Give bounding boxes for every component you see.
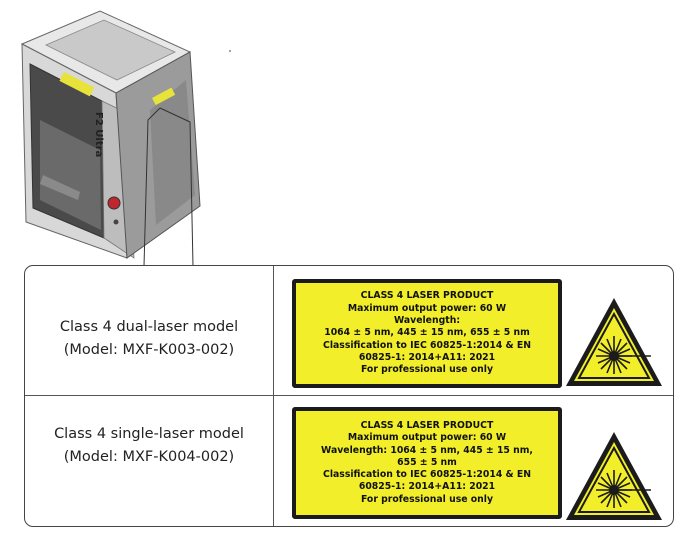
laser-model-table: Class 4 dual-laser model (Model: MXF-K00… <box>24 265 674 527</box>
label-line: CLASS 4 LASER PRODUCT <box>360 419 494 431</box>
label-line: CLASS 4 LASER PRODUCT <box>360 290 494 302</box>
laser-warning-label: CLASS 4 LASER PRODUCT Maximum output pow… <box>292 407 562 519</box>
label-line: 60825-1: 2014+A11: 2021 <box>358 481 496 493</box>
model-number: (Model: MXF-K004-002) <box>63 449 235 465</box>
label-line: For professional use only <box>360 493 494 505</box>
single-laser-model-cell: Class 4 single-laser model (Model: MXF-K… <box>25 423 273 469</box>
label-line: For professional use only <box>360 364 494 376</box>
label-line: 655 ± 5 nm <box>397 456 457 468</box>
laser-hazard-icon <box>566 298 662 386</box>
column-divider <box>273 266 274 526</box>
label-line: Classification to IEC 60825-1:2014 & EN <box>323 339 531 351</box>
label-line: Wavelength: <box>393 315 461 327</box>
label-line: Maximum output power: 60 W <box>347 302 507 314</box>
laser-warning-label: CLASS 4 LASER PRODUCT Maximum output pow… <box>292 279 562 388</box>
model-name: Class 4 single-laser model <box>54 426 244 442</box>
label-line: Maximum output power: 60 W <box>347 432 507 444</box>
brand-text: F2 Ultra <box>93 112 104 158</box>
model-number: (Model: MXF-K003-002) <box>63 342 235 358</box>
dual-laser-model-cell: Class 4 dual-laser model (Model: MXF-K00… <box>25 316 273 362</box>
label-line: 1064 ± 5 nm, 445 ± 15 nm, 655 ± 5 nm <box>324 327 530 339</box>
label-line: 60825-1: 2014+A11: 2021 <box>358 351 496 363</box>
label-line: Classification to IEC 60825-1:2014 & EN <box>323 469 531 481</box>
laser-hazard-icon <box>566 432 662 520</box>
label-line: Wavelength: 1064 ± 5 nm, 445 ± 15 nm, <box>321 444 533 456</box>
model-name: Class 4 dual-laser model <box>59 319 239 335</box>
row-divider <box>25 395 673 396</box>
